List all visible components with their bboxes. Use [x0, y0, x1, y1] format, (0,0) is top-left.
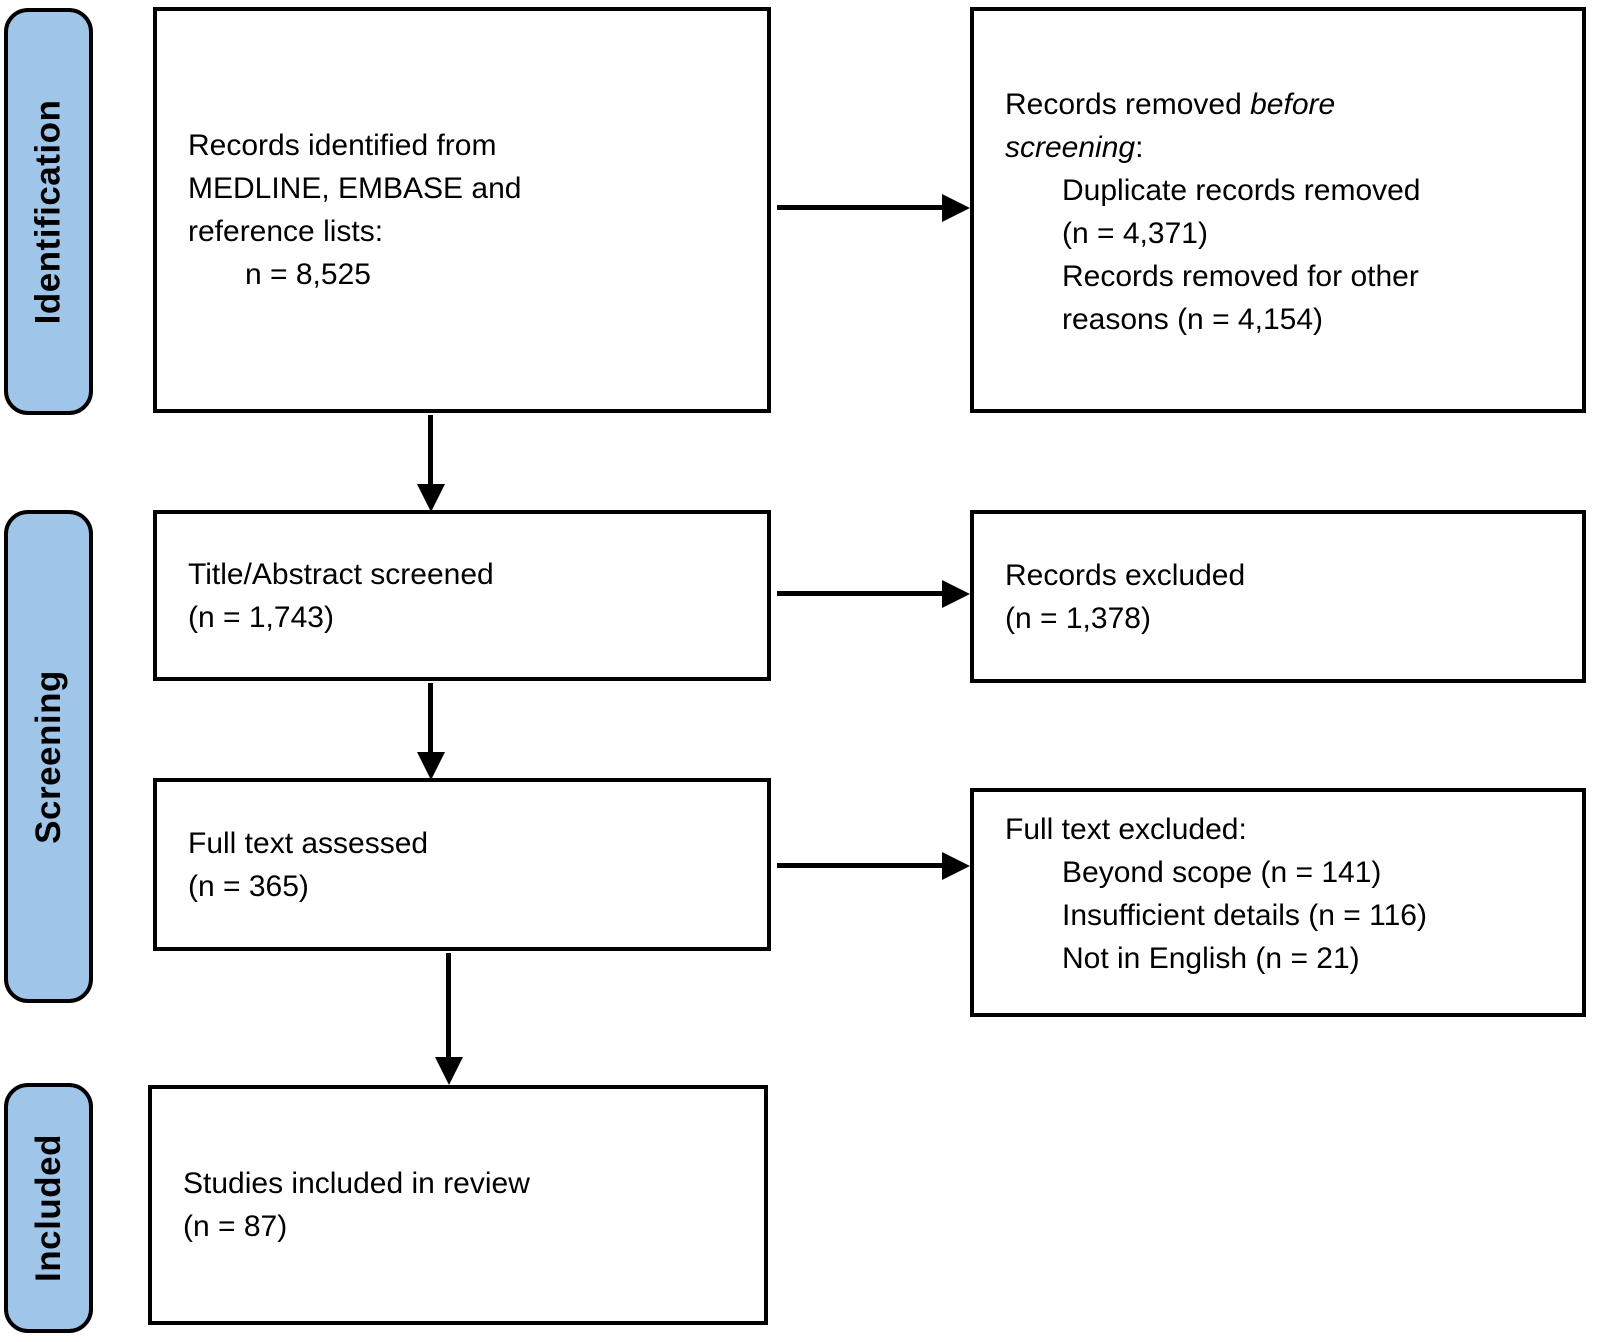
box-records-excluded: Records excluded (n = 1,378)	[970, 510, 1586, 683]
box-full-text-assessed: Full text assessed (n = 365)	[153, 778, 771, 951]
text-line: Records removed before	[1005, 83, 1564, 126]
arrowhead	[417, 484, 445, 512]
count-line: (n = 87)	[183, 1210, 288, 1243]
arrowhead	[942, 852, 970, 880]
reason-line: Insufficient details (n = 116)	[1062, 899, 1427, 932]
count-line: (n = 365)	[188, 869, 309, 903]
stage-label-screening: Screening	[4, 510, 93, 1003]
box-records-identified: Records identified from MEDLINE, EMBASE …	[153, 7, 771, 413]
count-line: (n = 1,743)	[188, 600, 334, 634]
stage-label-text: Screening	[28, 669, 68, 844]
text-line: Records identified from	[188, 129, 497, 162]
arrowhead	[942, 580, 970, 608]
heading-italic-text: before	[1250, 88, 1336, 121]
heading-text: :	[1135, 131, 1144, 164]
count-line: n = 8,525	[245, 258, 371, 291]
heading-text: Full text excluded:	[1005, 813, 1247, 846]
text-line: screening:	[1005, 126, 1564, 169]
reason-count-line: reasons (n = 4,154)	[1062, 303, 1323, 336]
text-line: Title/Abstract screened	[188, 557, 494, 591]
stage-label-text: Identification	[28, 99, 68, 324]
arrow-line	[446, 953, 451, 1059]
heading-italic-text: screening	[1005, 131, 1136, 164]
arrowhead	[435, 1057, 463, 1085]
arrow-line	[777, 591, 944, 596]
box-full-text-excluded: Full text excluded: Beyond scope (n = 14…	[970, 788, 1586, 1017]
box-title-abstract-screened: Title/Abstract screened (n = 1,743)	[153, 510, 771, 681]
stage-label-identification: Identification	[4, 8, 93, 415]
stage-label-included: Included	[4, 1083, 93, 1333]
reason-line: Not in English (n = 21)	[1062, 942, 1360, 975]
box-records-removed-before-screening: Records removed before screening: Duplic…	[970, 7, 1586, 413]
text-line: reference lists:	[188, 215, 384, 248]
count-line: (n = 1,378)	[1005, 601, 1151, 635]
text-line: Records excluded	[1005, 558, 1246, 592]
reason-count-line: (n = 4,371)	[1062, 217, 1208, 250]
text-line: MEDLINE, EMBASE and	[188, 172, 522, 205]
reason-line: Records removed for other	[1062, 260, 1419, 293]
text-line: Full text assessed	[188, 826, 429, 860]
reason-line: Beyond scope (n = 141)	[1062, 856, 1382, 889]
heading-text: Records removed	[1005, 88, 1251, 121]
arrowhead	[942, 194, 970, 222]
arrowhead	[417, 752, 445, 780]
arrow-line	[428, 683, 433, 754]
arrow-line	[777, 205, 944, 210]
arrow-line	[777, 863, 944, 868]
reason-line: Duplicate records removed	[1062, 174, 1421, 207]
box-studies-included: Studies included in review (n = 87)	[148, 1085, 768, 1325]
text-line: Studies included in review	[183, 1167, 530, 1200]
stage-label-text: Included	[28, 1134, 68, 1282]
arrow-line	[428, 415, 433, 486]
